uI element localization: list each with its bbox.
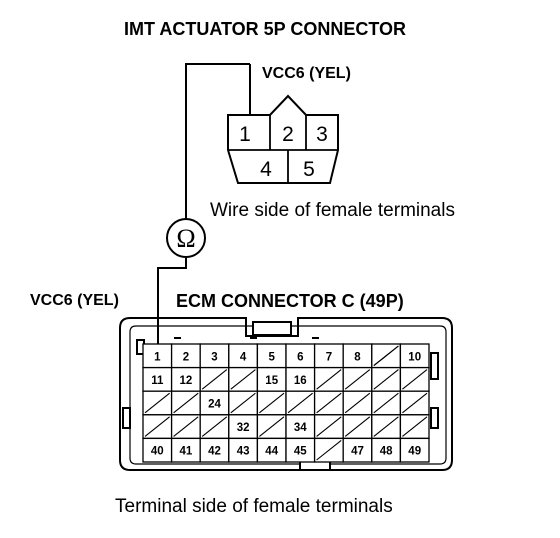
ecm-empty-slot-mark bbox=[316, 369, 342, 390]
imt-connector: 1 2 3 4 5 bbox=[227, 94, 339, 184]
ecm-pin-label: 49 bbox=[408, 446, 421, 458]
ecm-empty-slot-mark bbox=[201, 369, 228, 390]
ecm-pin-label: 8 bbox=[354, 351, 361, 363]
ecm-empty-slot-mark bbox=[373, 345, 399, 367]
ecm-pin-label: 12 bbox=[180, 375, 193, 387]
ecm-cell bbox=[399, 437, 430, 463]
imt-connector-caption: Wire side of female terminals bbox=[210, 200, 455, 221]
ecm-empty-slot-mark bbox=[402, 369, 428, 390]
ecm-pin-label: 5 bbox=[268, 351, 275, 363]
ecm-pin-label: 42 bbox=[208, 446, 221, 458]
ecm-empty-slot-mark bbox=[373, 416, 399, 437]
ecm-pin-label: 3 bbox=[211, 351, 217, 363]
ecm-empty-slot-mark bbox=[230, 369, 256, 390]
ohm-symbol: Ω bbox=[176, 224, 195, 253]
ecm-pin-label: 32 bbox=[237, 422, 250, 434]
ecm-pin-label: 1 bbox=[154, 351, 161, 363]
ecm-connector-caption: Terminal side of female terminals bbox=[115, 496, 393, 517]
ecm-empty-slot-mark bbox=[259, 416, 285, 437]
ecm-empty-slot-mark bbox=[144, 416, 170, 437]
ecm-pin-label: 44 bbox=[265, 446, 278, 458]
ecm-empty-slot-mark bbox=[402, 416, 428, 437]
ecm-empty-slot-mark bbox=[344, 392, 371, 414]
ecm-pin-label: 6 bbox=[297, 351, 303, 363]
ecm-empty-slot-mark bbox=[144, 392, 170, 414]
ecm-empty-slot-mark bbox=[344, 416, 371, 437]
imt-pin: 1 bbox=[239, 123, 251, 146]
ecm-empty-slot-mark bbox=[173, 392, 199, 414]
ecm-empty-slot-mark bbox=[201, 416, 228, 437]
ecm-empty-slot-mark bbox=[316, 392, 342, 414]
ecm-wire-label: VCC6 (YEL) bbox=[30, 292, 119, 309]
ecm-pin-label: 40 bbox=[151, 446, 164, 458]
ecm-pin-label: 7 bbox=[326, 351, 332, 363]
ecm-pin-label: 2 bbox=[183, 351, 189, 363]
ecm-pin-label: 10 bbox=[408, 351, 421, 363]
imt-pin: 5 bbox=[303, 158, 315, 181]
ecm-pin-label: 24 bbox=[208, 399, 221, 411]
imt-pin: 4 bbox=[260, 158, 272, 181]
ecm-pin-label: 48 bbox=[380, 446, 393, 458]
ecm-pin-label: 34 bbox=[294, 422, 307, 434]
ecm-empty-slot-mark bbox=[230, 392, 256, 414]
imt-pin: 2 bbox=[282, 123, 294, 146]
ecm-pin-label: 43 bbox=[237, 446, 250, 458]
ecm-pin-label: 47 bbox=[351, 446, 364, 458]
ohmmeter-icon: Ω bbox=[166, 218, 206, 258]
ecm-empty-slot-mark bbox=[287, 392, 313, 414]
imt-wire-label: VCC6 (YEL) bbox=[262, 65, 351, 82]
ecm-pin-label: 4 bbox=[240, 351, 247, 363]
ecm-empty-slot-mark bbox=[316, 439, 342, 461]
ecm-connector-housing bbox=[119, 317, 453, 471]
ecm-empty-slot-mark bbox=[173, 416, 199, 437]
ecm-empty-slot-mark bbox=[402, 392, 428, 414]
ecm-connector-title: ECM CONNECTOR C (49P) bbox=[176, 291, 404, 311]
ecm-pin-label: 16 bbox=[294, 375, 307, 387]
ecm-pin-label: 45 bbox=[294, 446, 307, 458]
ecm-pin-label: 15 bbox=[265, 375, 278, 387]
test-wire bbox=[157, 63, 251, 357]
imt-pin: 3 bbox=[316, 123, 328, 146]
ecm-empty-slot-mark bbox=[373, 369, 399, 390]
ecm-empty-slot-mark bbox=[316, 416, 342, 437]
ecm-pin-label: 41 bbox=[180, 446, 193, 458]
ecm-empty-slot-mark bbox=[344, 369, 371, 390]
ecm-empty-slot-mark bbox=[259, 392, 285, 414]
imt-connector-title: IMT ACTUATOR 5P CONNECTOR bbox=[124, 19, 407, 39]
ecm-empty-slot-mark bbox=[373, 392, 399, 414]
ecm-pin-label: 11 bbox=[151, 375, 164, 387]
